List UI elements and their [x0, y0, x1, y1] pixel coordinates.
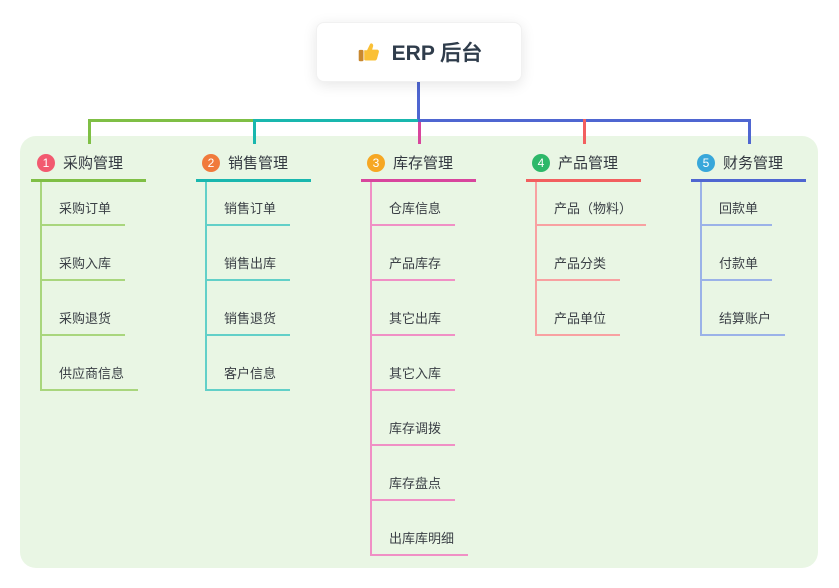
branch-number-badge: 2 [202, 153, 220, 172]
child-node[interactable]: 产品单位 [537, 281, 621, 336]
child-node[interactable]: 采购入库 [42, 226, 126, 281]
branch-drop-line-1 [88, 119, 91, 144]
child-node[interactable]: 产品库存 [372, 226, 456, 281]
branch-header-3[interactable]: 3 库存管理 [361, 146, 476, 182]
child-node[interactable]: 销售退货 [207, 281, 291, 336]
branch-drop-line-2 [253, 119, 256, 144]
child-node[interactable]: 付款单 [702, 226, 773, 281]
branch-label: 库存管理 [393, 155, 454, 172]
branch-children-1: 采购订单采购入库采购退货供应商信息 [40, 182, 146, 391]
child-node[interactable]: 其它入库 [372, 336, 456, 391]
child-node[interactable]: 采购订单 [42, 182, 126, 226]
branch-children-4: 产品（物料）产品分类产品单位 [535, 182, 647, 336]
branch-drop-line-4 [583, 119, 586, 144]
child-node[interactable]: 采购退货 [42, 281, 126, 336]
bus-segment-1 [88, 119, 256, 122]
branch-children-3: 仓库信息产品库存其它出库其它入库库存调拨库存盘点出库库明细 [370, 182, 476, 556]
branch-1: 1 采购管理采购订单采购入库采购退货供应商信息 [31, 146, 146, 391]
root-node-erp[interactable]: ERP 后台 [316, 22, 522, 82]
thumbs-up-icon [356, 39, 382, 65]
child-node[interactable]: 仓库信息 [372, 182, 456, 226]
branch-header-1[interactable]: 1 采购管理 [31, 146, 146, 182]
branch-label: 产品管理 [558, 155, 619, 172]
branch-header-2[interactable]: 2 销售管理 [196, 146, 311, 182]
branch-children-5: 回款单付款单结算账户 [700, 182, 806, 336]
mindmap-background [20, 136, 818, 568]
branch-number-badge: 3 [367, 153, 385, 172]
branch-label: 财务管理 [723, 155, 784, 172]
child-node[interactable]: 销售出库 [207, 226, 291, 281]
child-node[interactable]: 库存调拨 [372, 391, 456, 446]
branch-label: 销售管理 [228, 155, 289, 172]
child-node[interactable]: 客户信息 [207, 336, 291, 391]
child-node[interactable]: 出库库明细 [372, 501, 469, 556]
bus-segment-2 [253, 119, 421, 122]
branch-2: 2 销售管理销售订单销售出库销售退货客户信息 [196, 146, 311, 391]
branch-label: 采购管理 [63, 155, 124, 172]
branch-4: 4 产品管理产品（物料）产品分类产品单位 [526, 146, 647, 336]
child-node[interactable]: 库存盘点 [372, 446, 456, 501]
child-node[interactable]: 结算账户 [702, 281, 786, 336]
child-node[interactable]: 产品分类 [537, 226, 621, 281]
child-node[interactable]: 其它出库 [372, 281, 456, 336]
branch-number-badge: 1 [37, 153, 55, 172]
child-node[interactable]: 销售订单 [207, 182, 291, 226]
branch-children-2: 销售订单销售出库销售退货客户信息 [205, 182, 311, 391]
branch-header-4[interactable]: 4 产品管理 [526, 146, 641, 182]
child-node[interactable]: 回款单 [702, 182, 773, 226]
branch-header-5[interactable]: 5 财务管理 [691, 146, 806, 182]
branch-3: 3 库存管理仓库信息产品库存其它出库其它入库库存调拨库存盘点出库库明细 [361, 146, 476, 556]
child-node[interactable]: 供应商信息 [42, 336, 139, 391]
branch-5: 5 财务管理回款单付款单结算账户 [691, 146, 806, 336]
branch-number-badge: 4 [532, 153, 550, 172]
root-node-label: ERP 后台 [391, 42, 483, 65]
branch-drop-line-5 [748, 119, 751, 144]
branch-number-badge: 5 [697, 153, 715, 172]
branch-drop-line-3 [418, 122, 421, 144]
root-stem-line [417, 82, 420, 122]
child-node[interactable]: 产品（物料） [537, 182, 647, 226]
